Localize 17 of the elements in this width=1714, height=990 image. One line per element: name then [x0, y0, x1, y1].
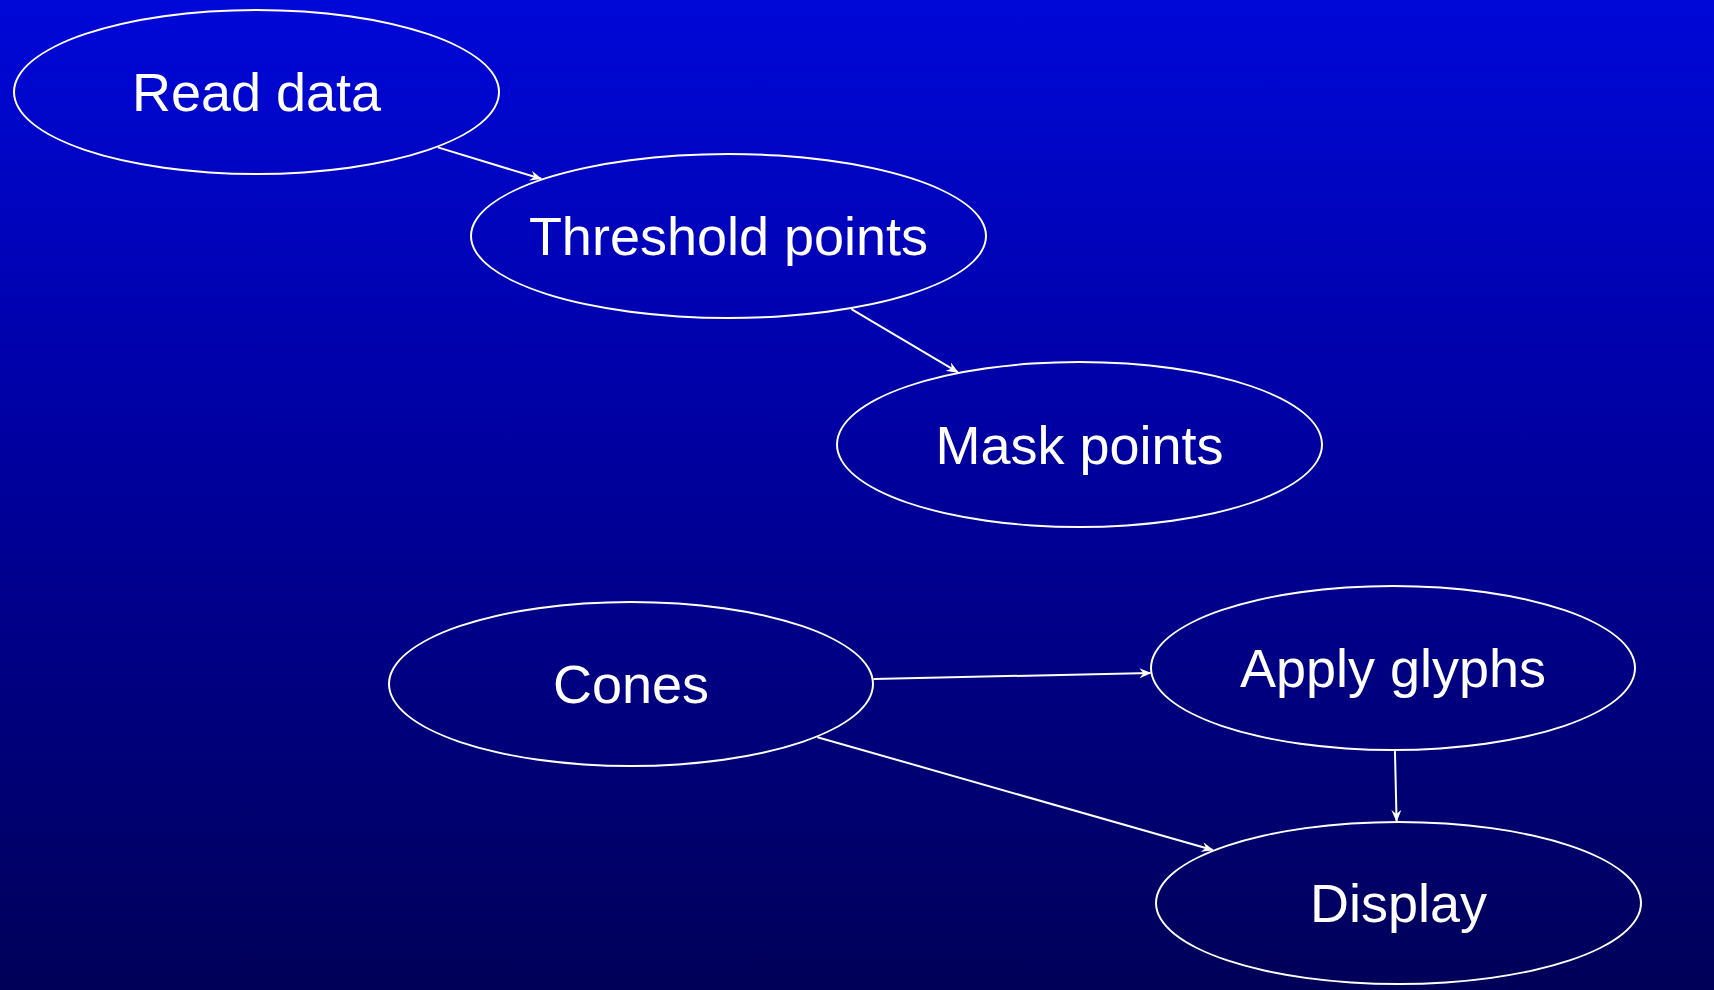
node-label: Cones: [552, 653, 710, 715]
process-ellipse: [470, 153, 987, 319]
process-ellipse: [388, 601, 874, 767]
arrow: [816, 736, 1214, 852]
node-label: Display: [1309, 872, 1488, 934]
process-ellipse: [13, 9, 500, 175]
node-label: Mask points: [935, 413, 1224, 476]
process-ellipse: [1155, 821, 1642, 985]
process-ellipse: [1150, 585, 1636, 751]
process-ellipse: [836, 361, 1323, 528]
arrow: [1391, 750, 1402, 822]
arrow: [850, 308, 959, 374]
arrow: [872, 668, 1152, 680]
node-label: Apply glyphs: [1239, 637, 1547, 699]
arrow: [436, 146, 543, 181]
node-label: Threshold points: [528, 205, 929, 267]
node-label: Read data: [131, 61, 382, 123]
